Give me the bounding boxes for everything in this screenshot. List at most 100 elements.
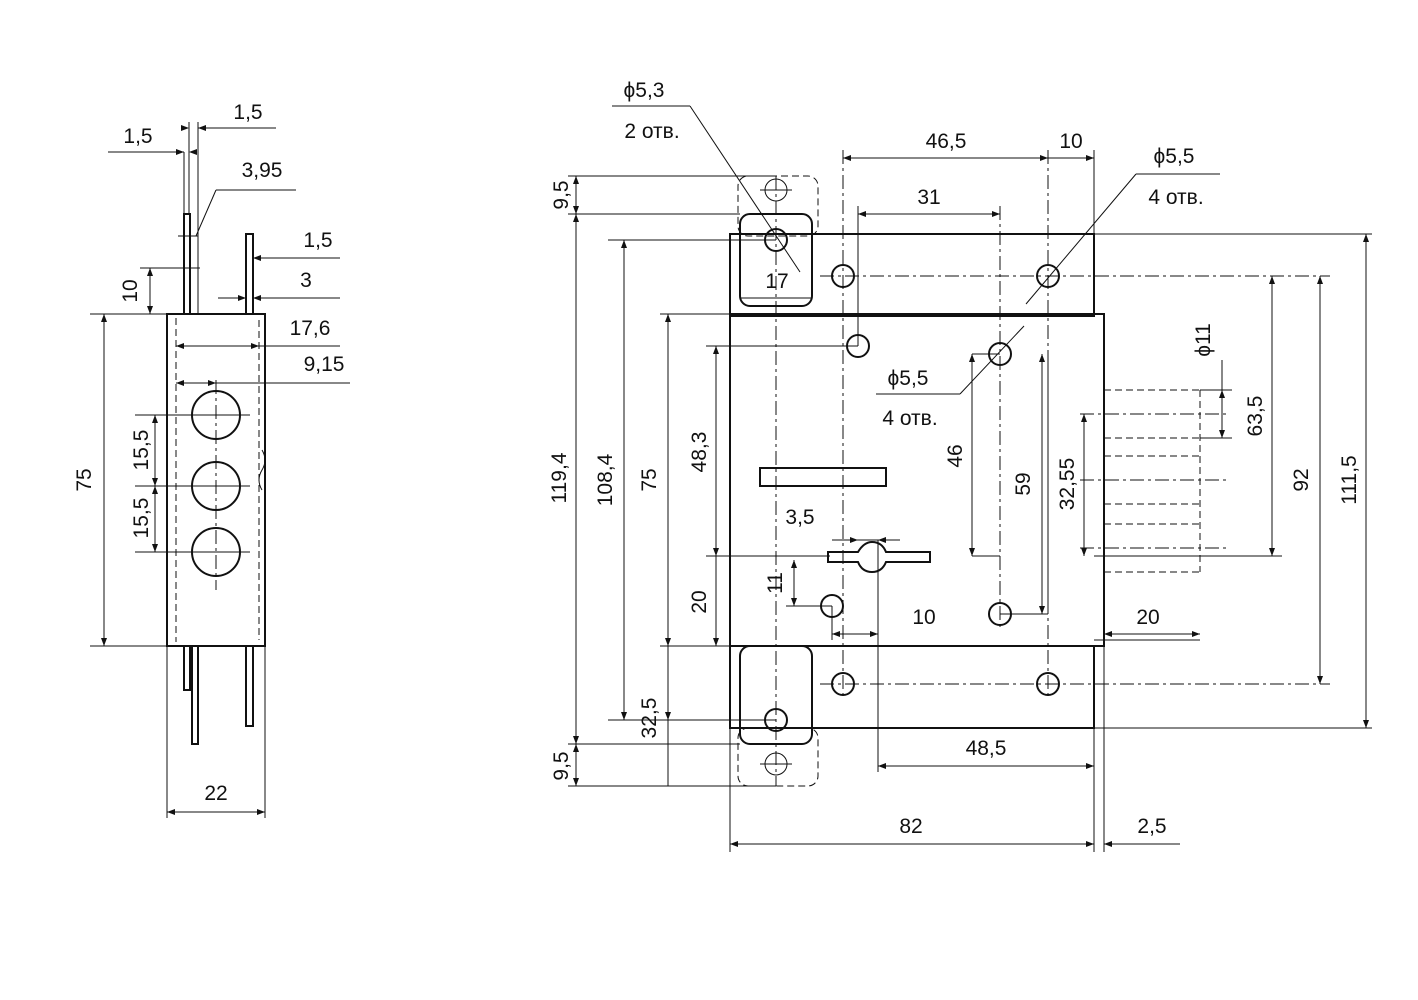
dim-arrow [152, 415, 158, 423]
dim-label: 11 [764, 572, 787, 594]
dim-arrow [257, 809, 265, 815]
hole-note: ϕ5,5 [1154, 145, 1195, 168]
key-slot [759, 467, 887, 487]
leader-line [689, 105, 801, 273]
dim-arrow [969, 548, 975, 556]
front-lower-plate [729, 645, 1095, 729]
dim-arrow [791, 560, 797, 568]
dim-arrow [621, 240, 627, 248]
dim-label: 63,5 [1244, 396, 1267, 437]
dim-label: 92 [1290, 468, 1313, 491]
dim-label: 22 [204, 782, 227, 805]
dim-arrow [1219, 390, 1225, 398]
side-break-mark [258, 449, 266, 491]
dim-arrow [573, 206, 579, 214]
plate-phantom-top [737, 175, 819, 237]
dim-label: 31 [917, 186, 940, 209]
side-plate-top-left [183, 213, 191, 315]
leader-line [959, 325, 1025, 395]
front-view: ϕ5,3 2 отв. ϕ5,5 4 отв. ϕ5,5 4 отв. ϕ11 … [548, 79, 1372, 852]
dim-arrow [1363, 720, 1369, 728]
dim-label: 17,6 [290, 317, 331, 340]
dim-arrow [665, 314, 671, 322]
dim-arrow [152, 486, 158, 494]
dim-label: 17 [765, 270, 788, 293]
dim-label: 75 [638, 468, 661, 491]
dim-arrow [181, 125, 189, 131]
dim-arrow [573, 176, 579, 184]
dim-arrow [176, 380, 184, 386]
dim-label: 10 [912, 606, 935, 629]
dim-arrow [176, 343, 184, 349]
dim-label: 3,5 [785, 506, 814, 529]
dim-arrow [858, 211, 866, 217]
dim-label: 9,15 [304, 353, 345, 376]
dim-arrow [573, 778, 579, 786]
dim-arrow [621, 712, 627, 720]
dim-arrow [147, 268, 153, 276]
dim-arrow [101, 638, 107, 646]
front-upper-plate [729, 233, 1095, 317]
dim-arrow [573, 214, 579, 222]
dim-label: 48,5 [966, 737, 1007, 760]
dim-label: 10 [119, 279, 142, 302]
hole-note: 4 отв. [1148, 186, 1203, 209]
dim-label: 108,4 [594, 453, 617, 506]
hole-note: ϕ5,5 [888, 367, 929, 390]
dim-label: 10 [1059, 130, 1082, 153]
dim-arrow [992, 211, 1000, 217]
dim-label: 82 [899, 815, 922, 838]
dim-arrow [152, 478, 158, 486]
dim-label: 20 [1136, 606, 1159, 629]
dim-arrow [167, 809, 175, 815]
front-body-outline [729, 313, 1105, 647]
dim-arrow [1104, 631, 1112, 637]
dim-arrow [1086, 155, 1094, 161]
dim-label: 3,95 [242, 159, 283, 182]
dim-arrow [1317, 676, 1323, 684]
dim-label: 111,5 [1338, 455, 1361, 504]
dim-label: 9,5 [550, 751, 573, 780]
side-plate-bottom-left [183, 645, 191, 691]
side-plate-bottom-mid [191, 645, 199, 745]
dim-label: 32,55 [1056, 458, 1079, 511]
side-plate-top-right [245, 233, 254, 315]
dim-arrow [1039, 354, 1045, 362]
dim-arrow [843, 155, 851, 161]
dim-arrow [1363, 234, 1369, 242]
leader-line [195, 189, 217, 237]
dim-arrow [1039, 606, 1045, 614]
hole-note: ϕ11 [1192, 323, 1215, 357]
dim-arrow [832, 631, 840, 637]
dim-arrow [101, 314, 107, 322]
dim-label: 119,4 [548, 452, 571, 503]
side-plate-bottom-right [245, 645, 254, 727]
hole-note: ϕ5,3 [624, 79, 665, 102]
dim-arrow [878, 537, 886, 543]
dim-arrow [730, 841, 738, 847]
dim-label: 1,5 [123, 125, 152, 148]
dim-arrow [870, 631, 878, 637]
dim-arrow [253, 255, 261, 261]
dim-arrow [573, 736, 579, 744]
dim-arrow [713, 548, 719, 556]
dim-label: 32,5 [638, 698, 661, 739]
dim-arrow [251, 343, 259, 349]
dim-arrow [791, 598, 797, 606]
dim-arrow [1104, 841, 1112, 847]
dim-arrow [1269, 276, 1275, 284]
dim-arrow [1081, 548, 1087, 556]
dim-arrow [152, 544, 158, 552]
dim-arrow [208, 380, 216, 386]
dim-arrow [665, 712, 671, 720]
dim-label: 15,5 [130, 498, 153, 539]
dim-arrow [665, 638, 671, 646]
dim-arrow [713, 346, 719, 354]
dim-arrow [1086, 841, 1094, 847]
dim-arrow [176, 149, 184, 155]
side-view: 1,5 1,5 3,95 1,5 3 17,6 9,15 22 10 75 15… [73, 101, 350, 818]
dim-arrow [238, 295, 246, 301]
dim-arrow [713, 638, 719, 646]
dim-arrow [1086, 763, 1094, 769]
